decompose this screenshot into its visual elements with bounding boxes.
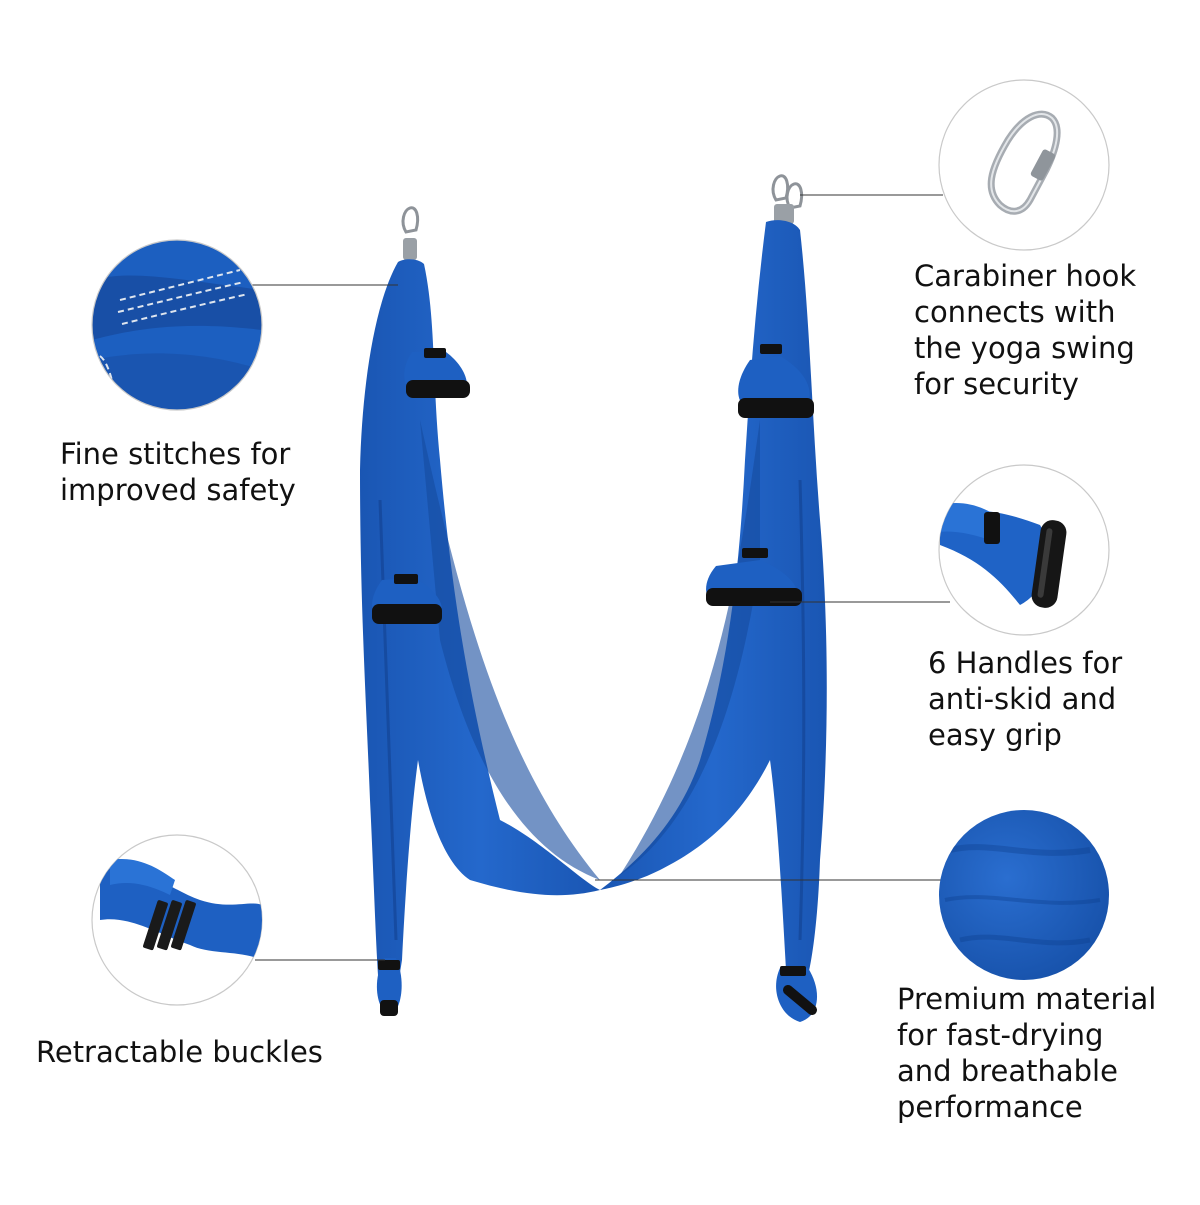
callout-lines <box>252 194 950 961</box>
caption-buckles: Retractable buckles <box>36 1035 323 1069</box>
caption-stitches: Fine stitches for improved safety <box>60 437 296 507</box>
fabric-texture-icon <box>939 810 1109 980</box>
foam-handle-icon <box>938 464 1110 636</box>
handle-left-lower <box>372 574 442 624</box>
caption-material: Premium material for fast-drying and bre… <box>897 982 1157 1124</box>
stitched-fabric-icon <box>91 239 263 411</box>
caption-carabiner: Carabiner hook connects with the yoga sw… <box>914 259 1137 401</box>
caption-handles: 6 Handles for anti-skid and easy grip <box>928 646 1123 752</box>
handle-left-upper <box>404 348 470 398</box>
aerial-yoga-hammock <box>360 174 827 1022</box>
foot-loop-right <box>776 966 818 1022</box>
carabiner-icon <box>938 79 1110 251</box>
foot-loop-left <box>376 958 402 1016</box>
buckle-strap-icon <box>91 834 263 1006</box>
right-carabiner <box>771 174 804 224</box>
handle-right-upper <box>738 344 814 418</box>
left-carabiner <box>401 206 420 260</box>
